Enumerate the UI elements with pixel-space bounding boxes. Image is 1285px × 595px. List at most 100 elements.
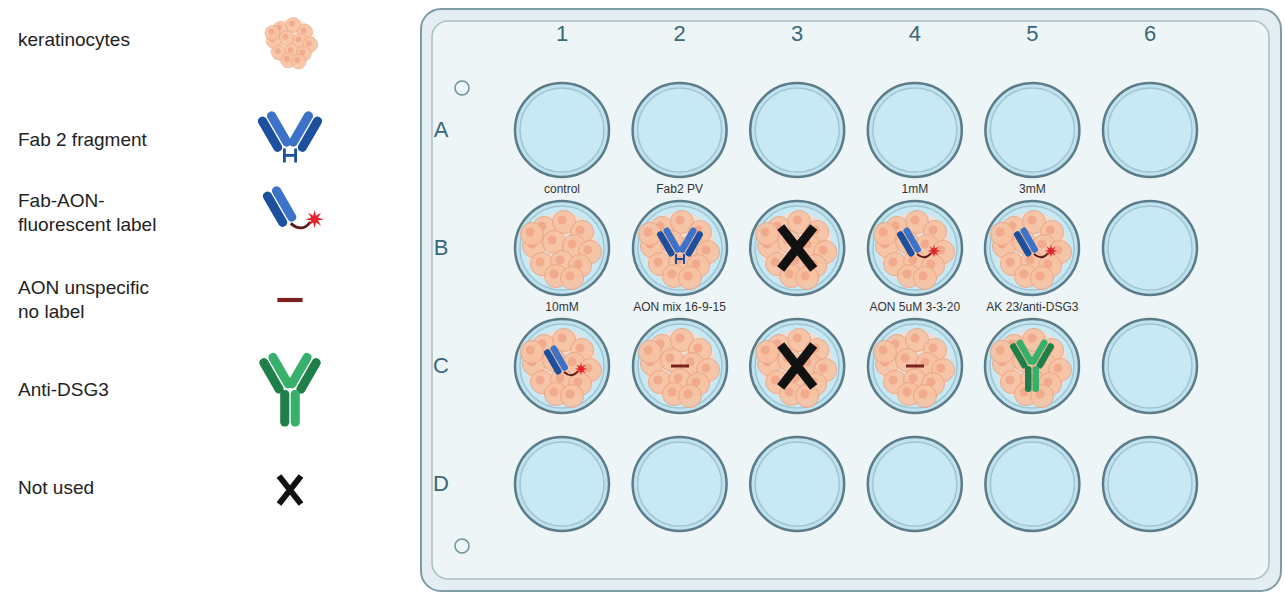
- anti-dsg3-antibody-icon: [1036, 342, 1056, 369]
- keratinocyte-cluster: [556, 256, 565, 265]
- plate-well: [781, 345, 814, 387]
- well-label: Fab2 PV: [656, 182, 703, 196]
- keratinocyte-cluster: [761, 346, 770, 355]
- well-outline: [638, 324, 722, 408]
- plate-well: [990, 88, 1074, 172]
- well-outline: [638, 329, 719, 408]
- well-outline: [990, 206, 1074, 290]
- well-outline: [1009, 338, 1055, 392]
- keratinocyte-cluster: [1028, 216, 1037, 225]
- keratinocyte-cluster: [561, 385, 584, 408]
- plate-well: [1108, 206, 1192, 290]
- fab2-fragment-icon: [656, 226, 682, 257]
- not-used-mark: [781, 345, 814, 387]
- well-plate: [432, 21, 1269, 579]
- keratinocyte-cluster: [678, 267, 701, 290]
- fab-aon-label-icon: [261, 185, 323, 229]
- fab-aon-label-icon: [543, 344, 588, 375]
- well-outline: [521, 329, 602, 408]
- keratinocyte-cluster: [638, 329, 719, 408]
- plate-well: [990, 442, 1074, 526]
- plate-well: [756, 211, 837, 290]
- fab-aon-label-icon: [927, 245, 940, 258]
- keratinocyte-cluster: [801, 390, 810, 399]
- keratinocyte-cluster: [793, 334, 802, 343]
- keratinocyte-cluster: [785, 270, 794, 279]
- well-outline: [656, 226, 704, 264]
- plate-well: [781, 227, 814, 269]
- well-outline: [985, 319, 1079, 413]
- well-outline: [520, 324, 604, 408]
- keratinocyte-cluster: [268, 29, 274, 35]
- well-outline: [513, 317, 611, 415]
- keratinocyte-cluster: [819, 246, 828, 255]
- legend-label: keratinocytes: [18, 28, 130, 52]
- fab2-fragment-icon: [678, 226, 704, 257]
- column-number: 2: [673, 21, 685, 47]
- keratinocyte-cluster: [638, 211, 719, 290]
- labelled-well: AK 23/anti-DSG3: [983, 317, 1081, 415]
- keratinocyte-cluster: [683, 272, 692, 281]
- keratinocyte-cluster: [566, 272, 575, 281]
- legend-label: Anti-DSG3: [18, 378, 109, 402]
- plate-well: [750, 437, 844, 531]
- anti-dsg3-antibody-icon: [1029, 338, 1055, 369]
- keratinocyte-cluster: [526, 346, 535, 355]
- anti-dsg3-antibody-icon: [1009, 338, 1035, 369]
- keratinocyte-cluster: [1054, 246, 1063, 255]
- aon-strand-icon: [671, 365, 689, 368]
- keratinocyte-cluster: [568, 358, 577, 367]
- well-label: control: [544, 182, 580, 196]
- fab-aon-label-icon: [1020, 226, 1040, 253]
- keratinocyte-cluster: [910, 216, 919, 225]
- fab-aon-label-icon: [291, 222, 311, 228]
- well-outline: [631, 199, 729, 297]
- keratinocyte-cluster: [996, 228, 1005, 237]
- fab2-fragment-icon: [684, 230, 704, 257]
- well-outline: [671, 366, 689, 367]
- well-plate: [455, 539, 469, 553]
- plate-well: [868, 437, 962, 531]
- keratinocyte-cluster: [920, 240, 929, 249]
- keratinocyte-cluster: [918, 272, 927, 281]
- well-outline: [521, 211, 602, 290]
- keratinocyte-cluster: [265, 25, 280, 40]
- keratinocyte-cluster: [265, 18, 318, 69]
- keratinocyte-cluster: [756, 329, 837, 408]
- keratinocyte-cluster: [675, 334, 684, 343]
- well-outline: [985, 319, 1079, 413]
- keratinocyte-cluster: [678, 385, 701, 408]
- plate-well: [985, 83, 1079, 177]
- keratinocyte-cluster: [1006, 376, 1015, 385]
- fab2-fragment-icon: [287, 110, 324, 154]
- keratinocyte-cluster: [873, 329, 954, 408]
- keratinocyte-cluster: [900, 354, 909, 363]
- plate-well: [515, 83, 1197, 531]
- plate-well: [520, 88, 604, 172]
- keratinocyte-cluster: [294, 57, 300, 63]
- keratinocyte-cluster: [796, 267, 819, 290]
- legend-icon: [258, 351, 323, 426]
- plate-well: [750, 201, 844, 295]
- row-letter: C: [433, 353, 449, 379]
- well-plate: [421, 9, 1281, 591]
- keratinocyte-cluster: [653, 258, 662, 267]
- plate-well: [633, 83, 727, 177]
- keratinocyte-cluster: [1046, 226, 1055, 235]
- plate-well: [868, 83, 962, 177]
- keratinocyte-cluster: [910, 334, 919, 343]
- plate-well: [1108, 442, 1192, 526]
- fab2-fragment-icon: [676, 254, 684, 264]
- plate-well: [1103, 319, 1197, 413]
- keratinocyte-cluster: [996, 346, 1005, 355]
- well-outline: [513, 199, 611, 297]
- keratinocyte-cluster: [991, 211, 1072, 290]
- keratinocyte-cluster: [1038, 240, 1047, 249]
- plate-well: [868, 437, 962, 531]
- keratinocyte-cluster: [1036, 272, 1045, 281]
- fab2-fragment-icon: [656, 226, 704, 264]
- keratinocyte-cluster: [550, 270, 559, 279]
- plate-well: [633, 83, 727, 177]
- fab-aon-label-icon: [917, 253, 931, 257]
